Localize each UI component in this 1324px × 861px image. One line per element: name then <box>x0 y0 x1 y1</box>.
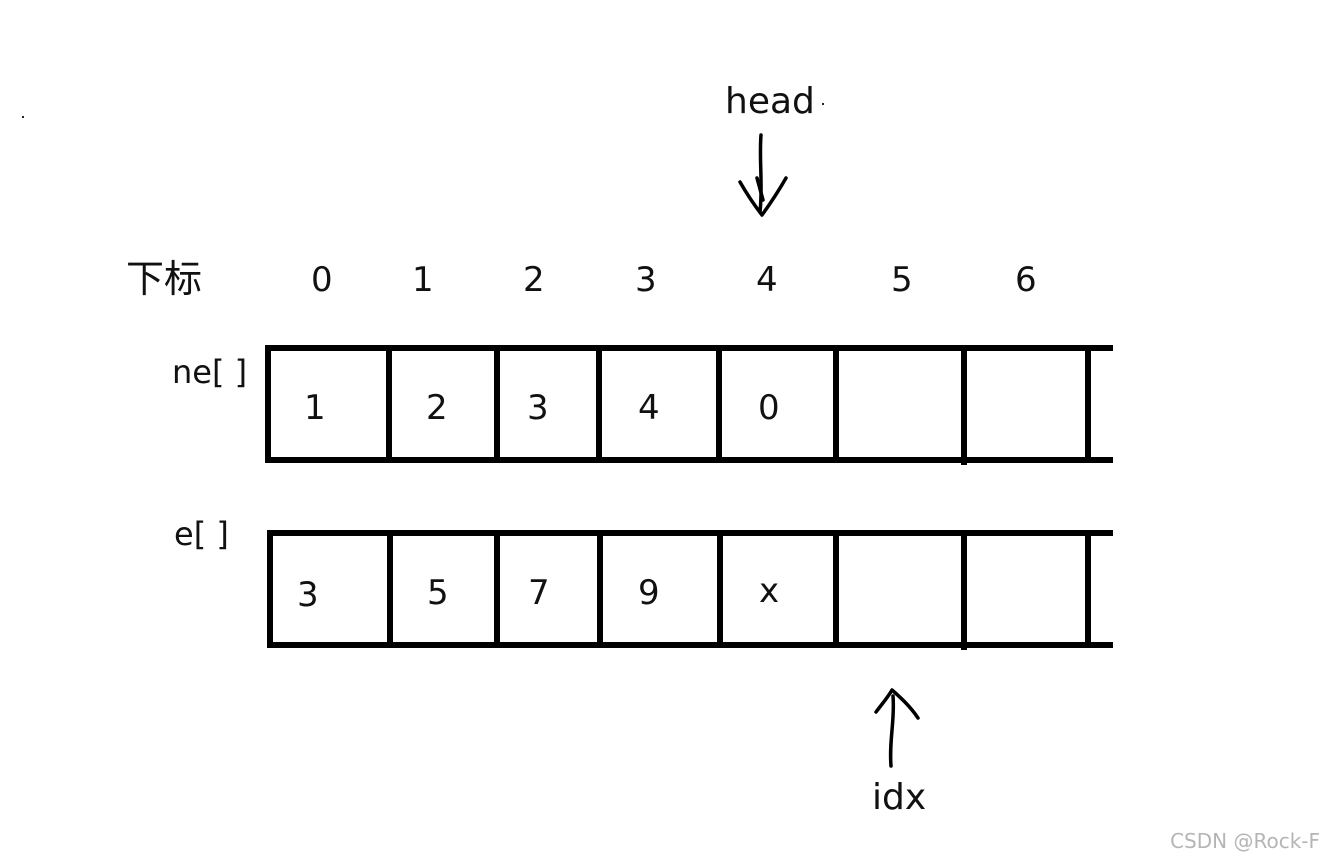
ne-cell-4: 0 <box>758 388 780 428</box>
head-pointer-label: head <box>725 81 815 122</box>
index-label-6: 6 <box>1015 260 1037 300</box>
index-header-label: 下标 <box>126 257 203 301</box>
index-label-2: 2 <box>523 260 545 300</box>
index-label-5: 5 <box>891 260 913 300</box>
idx-arrow <box>874 688 920 768</box>
e-cell-4: x <box>759 571 780 611</box>
index-label-3: 3 <box>635 260 657 300</box>
ne-cell-2: 3 <box>527 388 549 428</box>
stray-dot <box>22 116 24 118</box>
idx-pointer-label: idx <box>872 777 927 818</box>
stray-dot <box>822 103 824 105</box>
e-array-box <box>267 530 1113 650</box>
ne-array-label: ne[ ] <box>172 353 248 391</box>
e-cell-1: 5 <box>427 573 449 613</box>
e-cell-0: 3 <box>297 575 319 615</box>
e-cell-2: 7 <box>528 573 550 613</box>
ne-cell-3: 4 <box>638 388 660 428</box>
head-arrow <box>738 133 788 217</box>
index-label-0: 0 <box>311 260 333 300</box>
ne-cell-0: 1 <box>304 388 326 428</box>
index-label-1: 1 <box>412 260 434 300</box>
ne-cell-1: 2 <box>426 388 448 428</box>
e-array-label: e[ ] <box>174 515 229 553</box>
watermark: CSDN @Rock-F <box>1170 829 1320 853</box>
e-cell-3: 9 <box>638 573 660 613</box>
ne-array-box <box>265 345 1113 465</box>
index-label-4: 4 <box>756 260 778 300</box>
